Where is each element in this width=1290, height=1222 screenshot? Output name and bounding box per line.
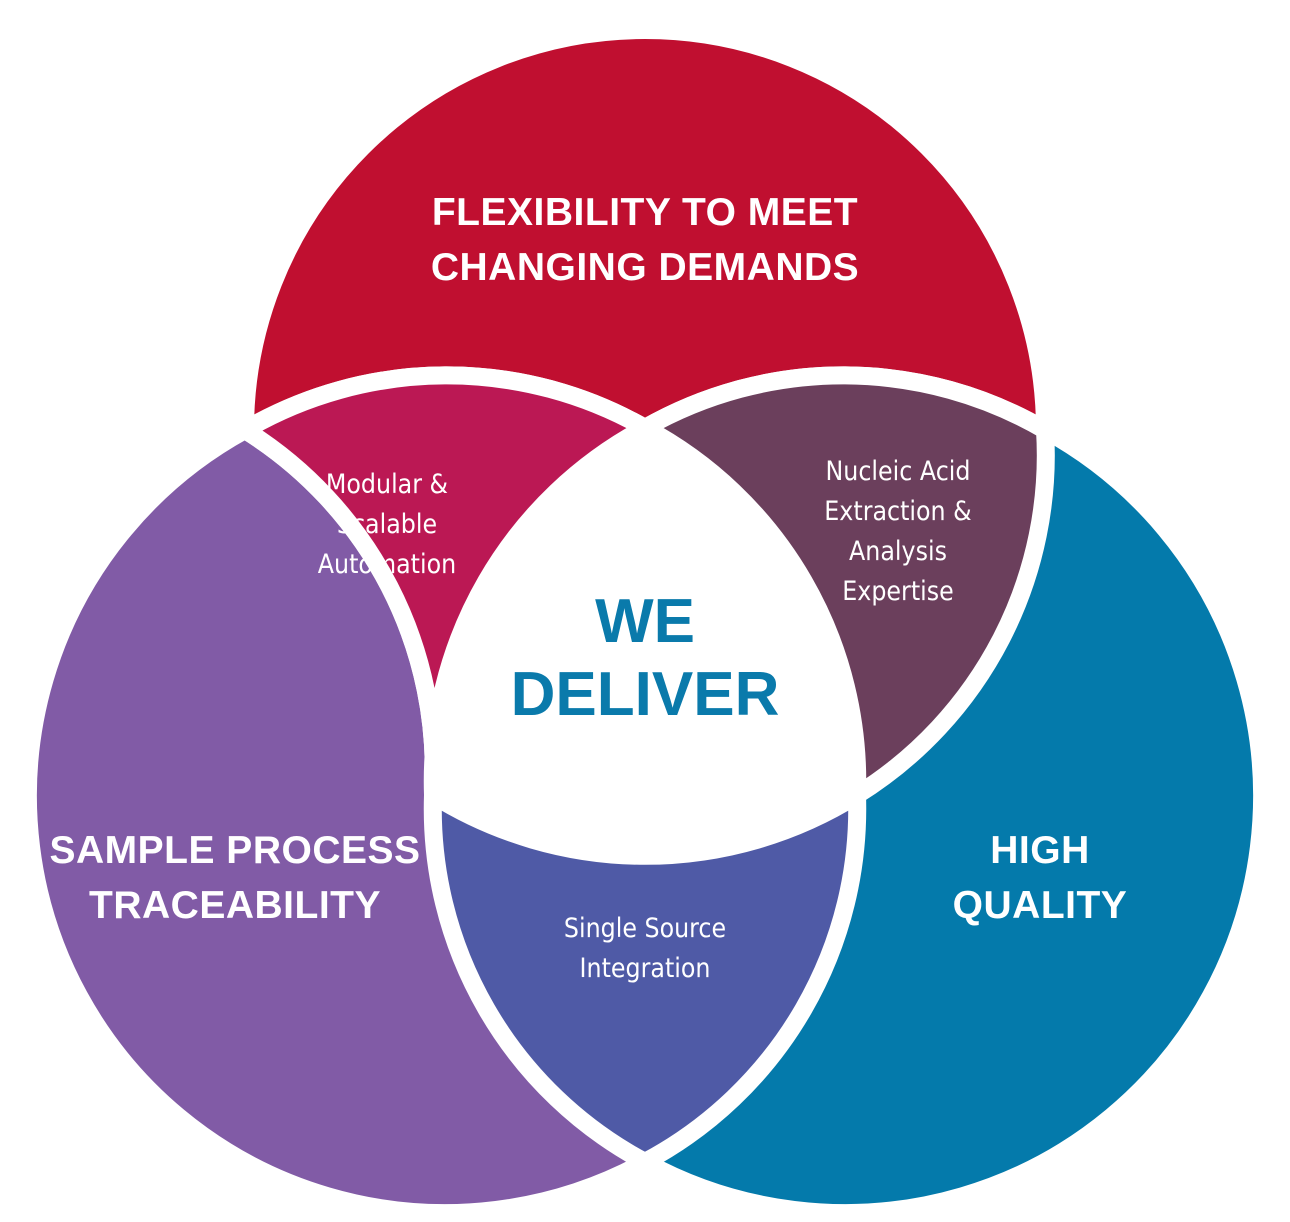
right-circle-label: HIGH QUALITY [920, 823, 1160, 933]
overlap-bottom-label: Single Source Integration [539, 909, 750, 989]
overlap-top-right-label-line: Nucleic Acid [825, 456, 971, 487]
left-circle-label-line: SAMPLE PROCESS [49, 829, 421, 872]
top-circle-label-line: FLEXIBILITY TO MEET [431, 191, 859, 234]
overlap-top-left-label-line: Modular & [325, 469, 449, 500]
overlap-top-right-label-line: Extraction & [824, 496, 972, 527]
overlap-top-right-region [636, 366, 1055, 804]
center-label-line: WE [595, 587, 695, 656]
center-label-line: DELIVER [510, 660, 780, 729]
top-circle-label: FLEXIBILITY TO MEET CHANGING DEMANDS [385, 185, 905, 295]
right-circle-label-line: QUALITY [952, 884, 1128, 927]
overlap-bottom-label-line: Integration [579, 953, 711, 984]
right-circle-label-line: HIGH [990, 829, 1090, 872]
overlap-top-left-label-line: Scalable [336, 509, 438, 540]
overlap-bottom-label-line: Single Source [563, 913, 727, 944]
overlap-top-right-label-line: Expertise [842, 576, 954, 607]
left-circle-label: SAMPLE PROCESS TRACEABILITY [40, 823, 430, 933]
top-circle-label-line: CHANGING DEMANDS [430, 246, 860, 289]
center-label: WE DELIVER [475, 585, 815, 731]
overlap-top-left-label-line: Automation [317, 549, 457, 580]
overlap-top-right-label-line: Analysis [849, 536, 947, 567]
left-circle-label-line: TRACEABILITY [89, 884, 381, 927]
overlap-top-right-label: Nucleic Acid Extraction & Analysis Exper… [801, 452, 995, 612]
overlap-top-left-region [236, 366, 654, 804]
overlap-top-left-label: Modular & Scalable Automation [299, 465, 475, 585]
overlap-bottom-region [423, 786, 867, 1171]
